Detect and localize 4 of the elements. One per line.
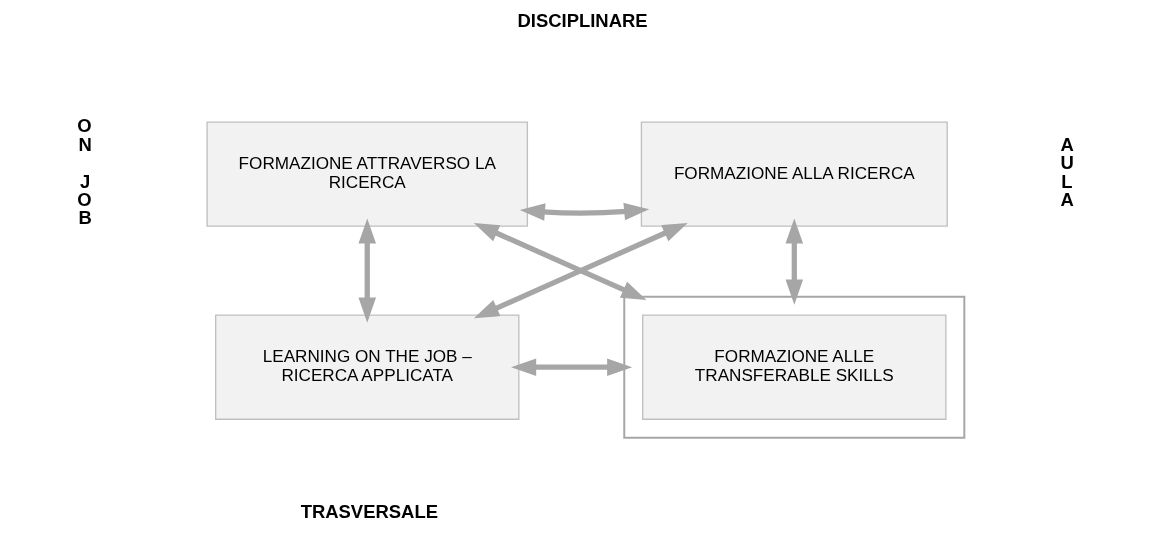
label: AULA [1060, 133, 1074, 210]
label: TRASVERSALE [300, 501, 438, 523]
label: ON JOB [76, 115, 92, 229]
label: DISCIPLINARE [517, 9, 648, 31]
